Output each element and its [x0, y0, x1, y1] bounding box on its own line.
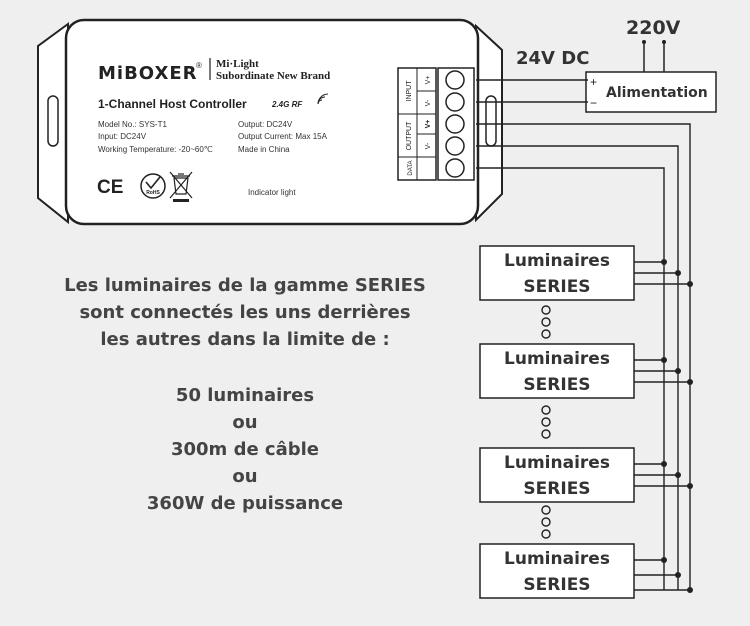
- intro-line-3: les autres dans la limite de :: [100, 329, 389, 350]
- luminaire-3-line2: SERIES: [523, 479, 590, 499]
- luminaire-4-line1: Luminaires: [504, 549, 610, 569]
- product-name: 1-Channel Host Controller: [98, 97, 247, 111]
- spec-input: Input: DC24V: [98, 132, 147, 141]
- bus-output-vplus: [476, 123, 691, 590]
- spec-model-no: Model No.: SYS-T1: [98, 120, 167, 129]
- limit-line-1: 50 luminaires: [176, 385, 314, 406]
- bus-data: [476, 167, 665, 590]
- indicator-light-label: Indicator light: [248, 188, 296, 197]
- supply-minus-sign: −: [590, 96, 597, 110]
- luminaire-4: Luminaires SERIES: [479, 543, 635, 599]
- terminal-screw-data: [445, 158, 465, 178]
- rf-badge: 2.4G RF: [271, 100, 303, 109]
- limit-line-5: 360W de puissance: [147, 493, 343, 514]
- luminaire-3: Luminaires SERIES: [479, 447, 635, 503]
- spec-made-in: Made in China: [238, 145, 290, 154]
- terminal-label-input-vplus: V+: [425, 76, 432, 85]
- ce-mark: CE: [97, 177, 123, 198]
- luminaire-3-line1: Luminaires: [504, 453, 610, 473]
- luminaire-1-line2: SERIES: [523, 277, 590, 297]
- description: Les luminaires de la gamme SERIES sont c…: [64, 275, 426, 514]
- limit-line-2: ou: [232, 412, 257, 433]
- terminal-screw-input-vplus: [445, 70, 465, 90]
- luminaire-1: Luminaires SERIES: [479, 245, 635, 301]
- terminal-label-output-vplus: V+: [425, 120, 432, 129]
- mains-voltage-label: 220V: [626, 17, 681, 39]
- registered-mark: ®: [196, 61, 202, 70]
- mi-light-brand: Mi·Light: [216, 58, 259, 70]
- rohs-icon: RoHS: [140, 173, 166, 199]
- spec-working-temp: Working Temperature: -20~60℃: [98, 145, 213, 154]
- luminaire-2-line1: Luminaires: [504, 349, 610, 369]
- wiring: [476, 79, 691, 591]
- spec-output-current: Output Current: Max 15A: [238, 132, 328, 141]
- weee-bin-icon: [169, 171, 193, 202]
- output-group-label: OUTPUT: [406, 121, 413, 151]
- controller-housing: [37, 18, 503, 226]
- power-supply-label: Alimentation: [606, 85, 708, 101]
- luminaire-1-line1: Luminaires: [504, 251, 610, 271]
- sub-brand: Subordinate New Brand: [216, 70, 330, 82]
- luminaire-2: Luminaires SERIES: [479, 343, 635, 399]
- terminal-screw-input-vminus: [445, 92, 465, 112]
- spec-output: Output: DC24V: [238, 120, 293, 129]
- limit-line-3: 300m de câble: [171, 439, 319, 460]
- luminaire-2-line2: SERIES: [523, 375, 590, 395]
- brand-logo: MiBOXER: [98, 63, 198, 84]
- input-group-label: INPUT: [406, 80, 413, 102]
- continuation-chain: [541, 305, 551, 539]
- mounting-slot-right: [485, 95, 497, 147]
- junction-dots: [661, 259, 693, 593]
- wifi-icon: [317, 93, 329, 105]
- intro-line-2: sont connectés les uns derrières: [79, 302, 410, 323]
- terminal-label-data: DATA: [408, 160, 414, 175]
- terminal-screw-output-vminus: [445, 136, 465, 156]
- terminal-label-input-vminus: V-: [425, 99, 432, 106]
- limit-line-4: ou: [232, 466, 257, 487]
- luminaire-4-line2: SERIES: [523, 575, 590, 595]
- supply-plus-sign: +: [590, 75, 597, 89]
- power-supply-box: [585, 71, 717, 113]
- controller-body: [64, 18, 480, 226]
- terminal-screw-output-vplus: [445, 114, 465, 134]
- dc-voltage-label: 24V DC: [516, 48, 589, 69]
- intro-line-1: Les luminaires de la gamme SERIES: [64, 275, 426, 296]
- terminal-block: INPUT OUTPUT V+ V- V+ V- DATA: [397, 67, 475, 181]
- terminal-label-output-vminus: V-: [425, 142, 432, 149]
- rohs-label: RoHS: [146, 190, 160, 196]
- bus-output-vminus: [476, 145, 679, 590]
- mounting-slot-left: [47, 95, 59, 147]
